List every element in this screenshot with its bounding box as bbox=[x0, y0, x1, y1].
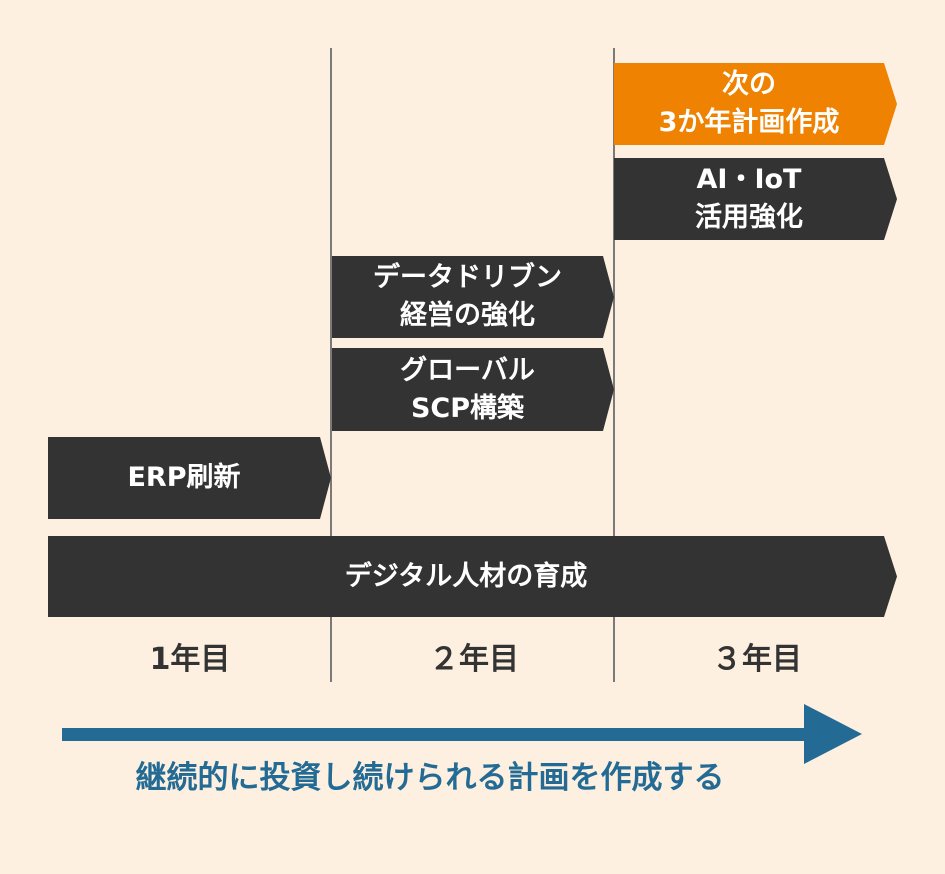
bar-next-plan: 次の 3か年計画作成 bbox=[614, 63, 897, 145]
timeline-arrow-shaft bbox=[62, 728, 808, 741]
bar-erp: ERP刷新 bbox=[48, 437, 331, 519]
bar-label: SCP構築 bbox=[410, 392, 525, 424]
bar-label: グローバル bbox=[400, 354, 535, 386]
timeline-arrow-head-icon bbox=[804, 704, 862, 764]
bar-label: 3か年計画作成 bbox=[658, 107, 840, 138]
bar-label: ERP刷新 bbox=[127, 462, 241, 493]
caption: 継続的に投資し続けられる計画を作成する bbox=[135, 760, 725, 796]
year-divider-1 bbox=[330, 48, 332, 682]
bar-label: 次の bbox=[722, 69, 776, 100]
year-divider-2 bbox=[613, 48, 615, 682]
bar-label: 活用強化 bbox=[695, 202, 803, 233]
bar-label: データドリブン bbox=[373, 262, 562, 293]
year-label-2: ２年目 bbox=[429, 642, 519, 677]
year-label-1: 1年目 bbox=[149, 642, 231, 677]
bar-label: デジタル人材の育成 bbox=[344, 560, 588, 592]
bar-digital-talent: デジタル人材の育成 bbox=[48, 536, 897, 617]
year-label-3: ３年目 bbox=[712, 642, 802, 677]
bar-ai-iot: AI・IoT 活用強化 bbox=[614, 158, 897, 240]
bar-global-scp: グローバル SCP構築 bbox=[332, 348, 614, 431]
bar-label: AI・IoT bbox=[696, 164, 802, 195]
bar-data-driven: データドリブン 経営の強化 bbox=[332, 256, 614, 338]
bar-label: 経営の強化 bbox=[400, 300, 535, 331]
